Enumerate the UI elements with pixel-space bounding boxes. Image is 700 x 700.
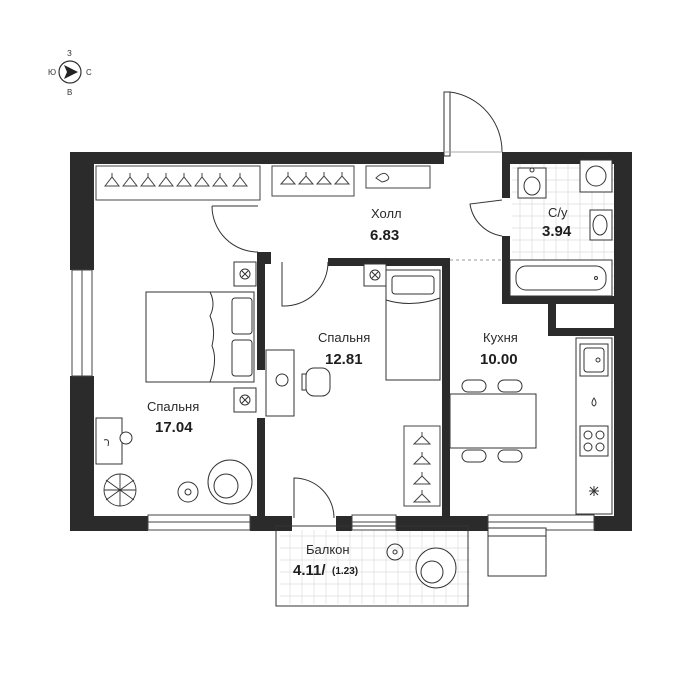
compass-west: Ю xyxy=(48,68,56,77)
toilet xyxy=(517,167,547,199)
entrance-door xyxy=(443,91,503,157)
single-bed xyxy=(385,269,441,381)
compass-arrow-icon xyxy=(64,65,78,79)
bedroom-small-area: 12.81 xyxy=(325,351,363,368)
compass-east: С xyxy=(86,68,92,77)
hall-name: Холл xyxy=(371,206,402,221)
balcony-outline xyxy=(275,525,469,607)
desk xyxy=(265,349,295,417)
bedroom-large-name: Спальня xyxy=(147,399,199,414)
wardrobe-hall-right xyxy=(271,165,355,197)
floor-lamp-icon xyxy=(177,481,199,503)
balcony-name: Балкон xyxy=(306,542,350,557)
plant-icon xyxy=(103,473,137,507)
balcony-table-icon xyxy=(386,543,404,561)
wardrobe-hall-left xyxy=(95,165,261,201)
double-bed xyxy=(145,291,255,383)
bathtub xyxy=(509,259,613,297)
windows xyxy=(71,269,595,531)
bedroom-small-door xyxy=(281,261,329,307)
bathroom-door xyxy=(469,199,503,237)
nightstand-top xyxy=(233,261,257,287)
kitchen-area: 10.00 xyxy=(480,351,518,368)
washing-machine xyxy=(579,159,613,193)
nightstand-bottom xyxy=(233,387,257,413)
bedroom-small-name: Спальня xyxy=(318,330,370,345)
armchair-large-bedroom xyxy=(207,459,253,505)
snowflake-icon xyxy=(589,486,599,496)
bathroom-name: С/у xyxy=(548,205,568,220)
room-labels: Холл 6.83 С/у 3.94 Спальня 17.04 Спальня… xyxy=(147,205,572,579)
cooktop-icon xyxy=(579,425,609,457)
balcony-armchair xyxy=(415,547,457,589)
wardrobe-small-bedroom xyxy=(403,425,441,507)
bedroom-large-area: 17.04 xyxy=(155,419,193,436)
bathroom-area: 3.94 xyxy=(542,223,572,240)
dining-table xyxy=(449,379,537,463)
compass-south: В xyxy=(67,88,72,97)
compass-north: З xyxy=(67,49,72,58)
desk-chair xyxy=(301,367,331,397)
bathroom-sink xyxy=(589,209,613,241)
ac-unit xyxy=(487,527,547,577)
kitchen-name: Кухня xyxy=(483,330,518,345)
balcony-area: 4.11/ xyxy=(293,562,326,579)
drop-icon xyxy=(591,397,597,407)
balcony-door xyxy=(293,477,335,519)
nightstand-small-bedroom xyxy=(363,263,387,287)
dresser xyxy=(95,417,133,465)
bedroom-large-door xyxy=(211,205,259,253)
walls xyxy=(70,152,632,531)
kitchen-sink xyxy=(579,343,609,377)
compass: З В Ю С xyxy=(48,49,92,97)
balcony-area-secondary: (1.23) xyxy=(332,566,358,577)
hall-cabinet xyxy=(365,165,431,189)
hall-area: 6.83 xyxy=(370,227,399,244)
